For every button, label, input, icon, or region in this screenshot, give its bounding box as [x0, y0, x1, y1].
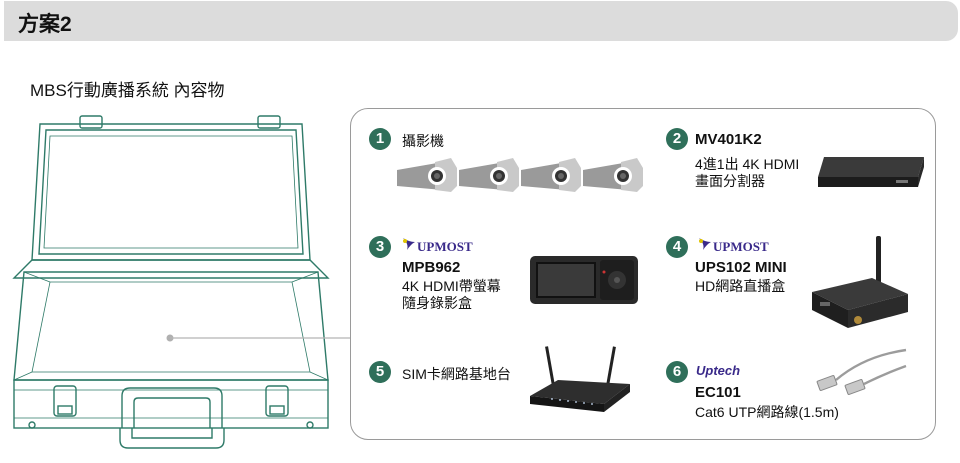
item-6-desc-line-1: Cat6 UTP網路線(1.5m) [695, 404, 839, 420]
recorder-image [530, 256, 638, 304]
splitter-image [818, 157, 924, 187]
item-3-model: MPB962 [402, 259, 461, 276]
section-subtitle: MBS行動廣播系統 內容物 [30, 81, 225, 100]
item-2-desc-line-2: 畫面分割器 [695, 173, 765, 189]
item-2-badge: 2 [666, 128, 688, 150]
item-3-badge: 3 [369, 236, 391, 258]
item-3-brand: UPMOST [417, 239, 473, 254]
camera-image [397, 158, 643, 192]
connector-line [170, 337, 351, 339]
item-4-desc-line-1: HD網路直播盒 [695, 278, 786, 294]
item-1-badge: 1 [369, 128, 391, 150]
streaming-box-image [812, 236, 908, 328]
item-4-brand: UPMOST [713, 239, 769, 254]
item-5-badge: 5 [369, 361, 391, 383]
header-bar: 方案2 [4, 1, 958, 41]
item-5-label: SIM卡網路基地台 [402, 366, 511, 382]
item-4-model: UPS102 MINI [695, 259, 787, 276]
item-6-badge: 6 [666, 361, 688, 383]
item-2-model: MV401K2 [695, 131, 762, 148]
upmost-logo-icon [403, 238, 415, 250]
item-2-desc-line-1: 4進1出 4K HDMI [695, 156, 800, 172]
router-image [530, 346, 630, 412]
item-6-model: EC101 [695, 384, 741, 401]
item-1-label: 攝影機 [402, 133, 444, 149]
item-3-desc-line-2: 隨身錄影盒 [402, 295, 472, 311]
page-title: 方案2 [18, 13, 72, 36]
item-4-badge: 4 [666, 236, 688, 258]
upmost-logo-icon [699, 238, 711, 250]
network-cable-image [816, 348, 907, 395]
suitcase-illustration [12, 115, 330, 449]
item-6-brand: Uptech [696, 363, 741, 378]
item-3-desc-line-1: 4K HDMI帶螢幕 [402, 278, 501, 294]
